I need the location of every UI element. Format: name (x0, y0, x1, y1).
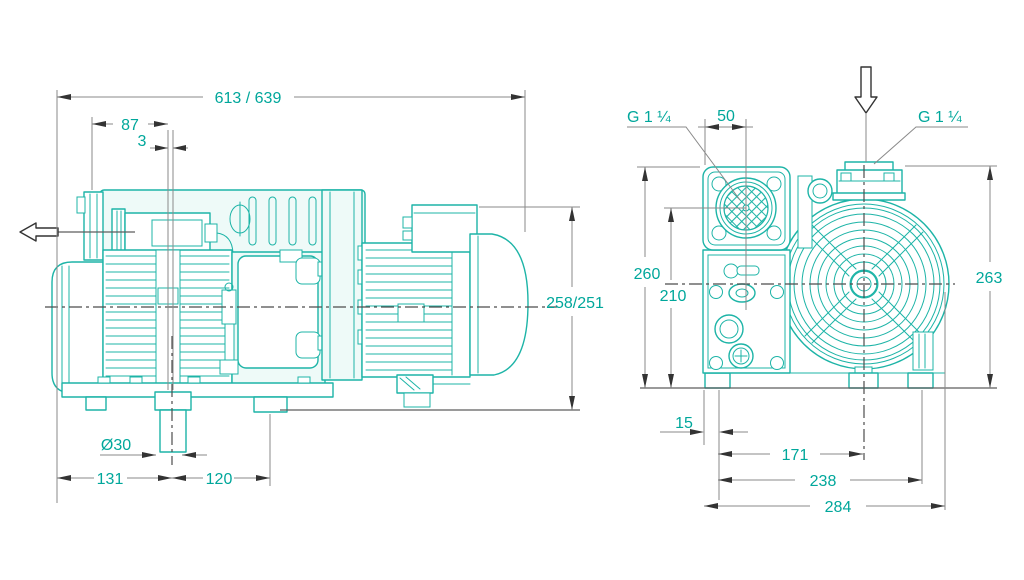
inlet-flow-arrow-icon (19, 222, 59, 242)
dim-port-height: 210 (660, 288, 687, 305)
support-strut (912, 331, 934, 371)
lifting-boss (807, 178, 833, 204)
dim-clearance: 3 (138, 133, 147, 150)
dim-overall-height: 258/251 (546, 295, 604, 312)
dim-foot-offset: 131 (97, 471, 124, 488)
dim-base-width: 284 (825, 499, 852, 516)
fan-cover-ribs (804, 224, 924, 344)
exhaust-silencer (832, 161, 906, 201)
dim-inlet-port-offset: 50 (717, 108, 735, 125)
side-view-dimensions: 613 / 639 87 3 258/251 (56, 90, 604, 503)
pump-center-module (219, 249, 327, 391)
dim-foot-center-span: 171 (782, 447, 809, 464)
dim-foot-span: 238 (810, 473, 837, 490)
terminal-box (411, 204, 478, 253)
side-view: 613 / 639 87 3 258/251 (19, 90, 604, 503)
dim-inlet-offset: 87 (121, 117, 139, 134)
label-inlet-thread: G 1 ¼ (627, 109, 671, 126)
motor-end-cap (469, 233, 529, 376)
end-view-dimensions: G 1 ¼ 50 G 1 ¼ 260 210 (627, 108, 1002, 516)
dim-overall-length: 613 / 639 (215, 90, 282, 107)
gas-ballast-valve (723, 263, 739, 279)
bell-housing (321, 189, 369, 381)
end-view-feet (702, 366, 946, 389)
end-view: G 1 ¼ 50 G 1 ¼ 260 210 (627, 66, 1002, 516)
dim-foot-spacing: 120 (206, 471, 233, 488)
label-exhaust-thread: G 1 ¼ (918, 109, 962, 126)
oil-drain-spout (154, 391, 192, 411)
exhaust-flow-arrow-icon (854, 66, 878, 114)
dim-inlet-height: 260 (634, 266, 661, 283)
dim-exhaust-height: 263 (976, 270, 1003, 287)
oil-sight-glass (714, 314, 744, 344)
dim-foot-edge-offset: 15 (675, 415, 693, 432)
oil-fill-plug (728, 283, 756, 303)
dim-drain-diameter: Ø30 (101, 437, 131, 454)
motor (361, 204, 529, 378)
base-and-feet (61, 374, 471, 453)
